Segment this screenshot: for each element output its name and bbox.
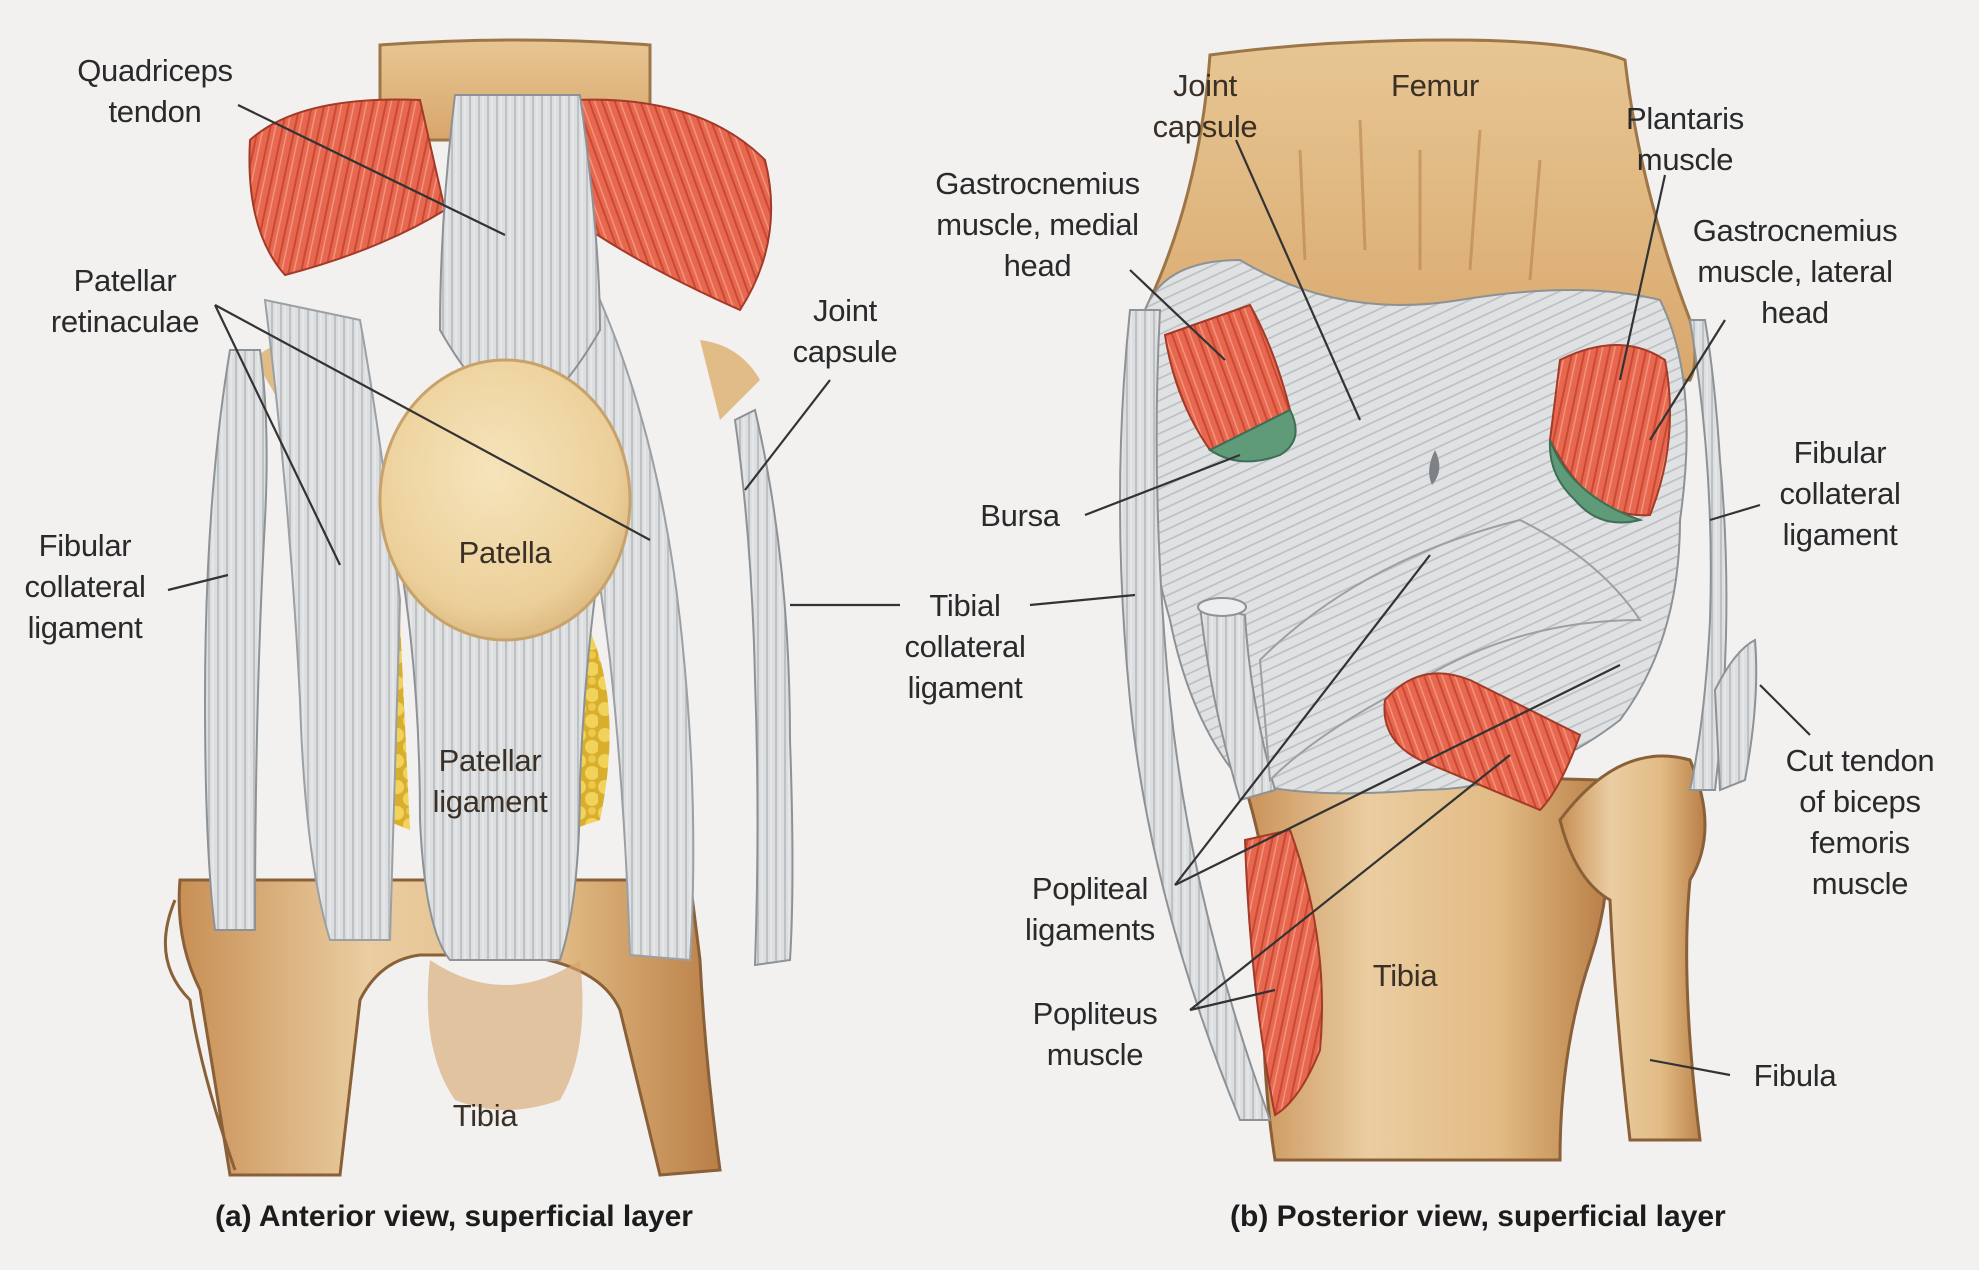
label-gastrocnemius-lateral-head: Gastrocnemius muscle, lateral head bbox=[1692, 213, 1898, 330]
label-fibular-collateral-ligament-posterior: Fibular collateral ligament bbox=[1779, 435, 1901, 552]
label-quadriceps-tendon: Quadriceps tendon bbox=[77, 53, 233, 129]
label-fibular-collateral-ligament-anterior: Fibular collateral ligament bbox=[24, 528, 146, 645]
label-bursa: Bursa bbox=[980, 498, 1060, 533]
label-fibula: Fibula bbox=[1753, 1058, 1837, 1093]
posterior-view-art bbox=[1119, 38, 1758, 1162]
label-femur: Femur bbox=[1390, 68, 1480, 103]
label-popliteus-muscle: Popliteus muscle bbox=[1032, 996, 1158, 1072]
label-joint-capsule-anterior: Joint capsule bbox=[792, 293, 898, 369]
label-cut-tendon-biceps-femoris: Cut tendon of biceps femoris muscle bbox=[1785, 743, 1935, 901]
label-gastrocnemius-medial-head: Gastrocnemius muscle, medial head bbox=[935, 166, 1140, 283]
caption-anterior-view: (a) Anterior view, superficial layer bbox=[215, 1200, 693, 1233]
label-tibia-anterior: Tibia bbox=[452, 1098, 518, 1133]
label-patellar-retinaculae: Patellar retinaculae bbox=[50, 263, 200, 339]
label-patellar-ligament: Patellar ligament bbox=[432, 743, 548, 819]
label-joint-capsule-posterior: Joint capsule bbox=[1152, 68, 1258, 144]
label-tibial-collateral-ligament: Tibial collateral ligament bbox=[904, 588, 1026, 705]
label-tibia-posterior: Tibia bbox=[1372, 958, 1438, 993]
label-popliteal-ligaments: Popliteal ligaments bbox=[1025, 871, 1155, 947]
caption-posterior-view: (b) Posterior view, superficial layer bbox=[1230, 1200, 1726, 1233]
label-patella: Patella bbox=[458, 535, 552, 570]
leader-lines bbox=[167, 104, 1811, 1077]
anterior-view-art bbox=[163, 38, 794, 1177]
label-plantaris-muscle: Plantaris muscle bbox=[1626, 101, 1744, 177]
